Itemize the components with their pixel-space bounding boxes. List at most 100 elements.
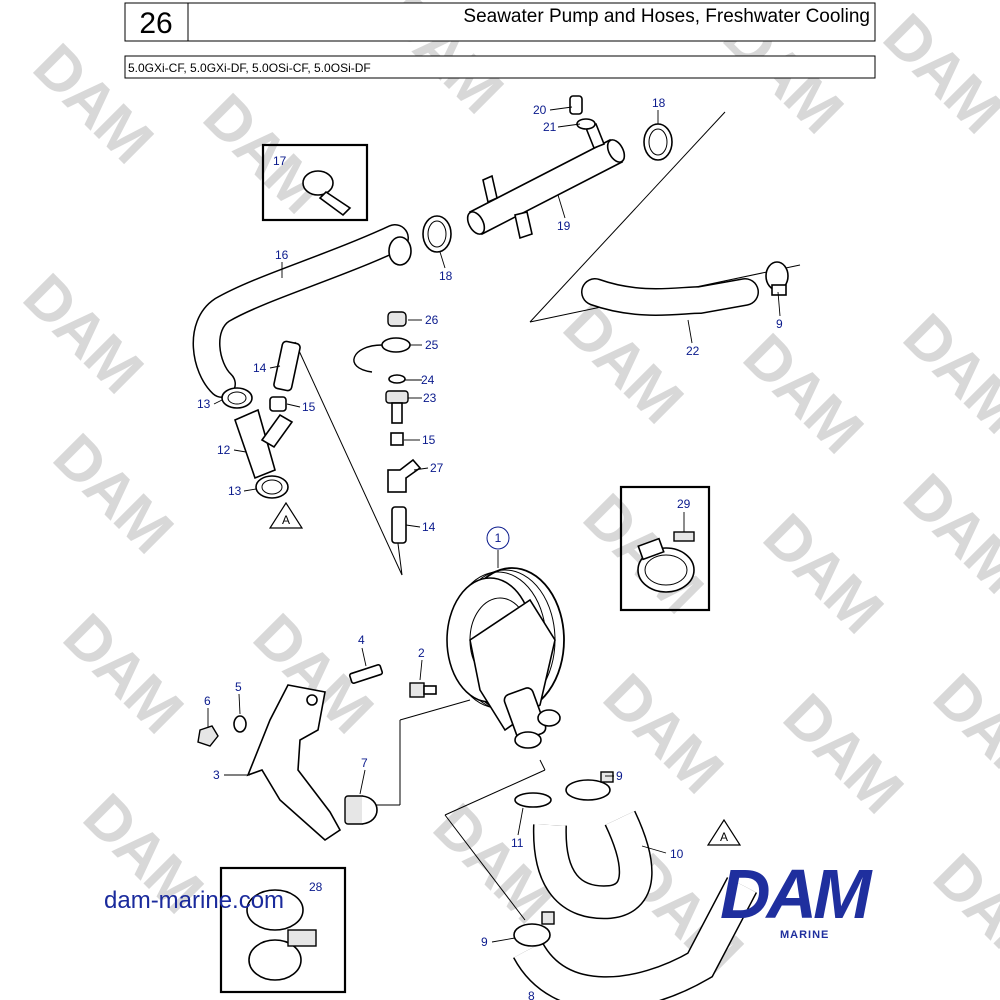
watermark: DAM <box>50 601 194 745</box>
callout-13: 13 <box>228 484 242 498</box>
callout-29: 29 <box>677 497 691 511</box>
site-url: dam-marine.com <box>104 887 284 914</box>
callout-14: 14 <box>422 520 436 534</box>
callout-16: 16 <box>275 248 289 262</box>
callout-15: 15 <box>302 400 316 414</box>
part-14-sleeve <box>273 340 301 392</box>
part-15-connector-mid <box>390 432 404 446</box>
header-title-box <box>124 2 876 42</box>
callout-9: 9 <box>481 935 488 949</box>
callout-19: 19 <box>557 219 571 233</box>
part-2-bolt <box>409 682 437 698</box>
watermark: DAM <box>870 1 1000 145</box>
part-28-box <box>219 866 347 994</box>
part-23-fitting <box>385 390 409 424</box>
part-15-connector <box>269 396 287 412</box>
page-title: Seawater Pump and Hoses, Freshwater Cool… <box>463 6 870 27</box>
part-11-ring <box>514 792 552 808</box>
callout-28: 28 <box>309 880 323 894</box>
callout-8: 8 <box>528 989 535 1000</box>
reference-a-upper: A <box>268 501 304 529</box>
part-18-clamp-top <box>643 123 673 161</box>
part-1-pump <box>446 567 565 749</box>
callout-21: 21 <box>543 120 557 134</box>
callout-23: 23 <box>423 391 437 405</box>
reference-a-lower: A <box>706 818 742 846</box>
callout-17: 17 <box>273 154 287 168</box>
callout-26: 26 <box>425 313 439 327</box>
watermark: DAM <box>590 661 734 805</box>
callout-5: 5 <box>235 680 242 694</box>
callout-22: 22 <box>686 344 700 358</box>
part-4-stud <box>348 664 384 684</box>
watermark: DAM <box>730 321 874 465</box>
page-number: 26 <box>139 7 172 40</box>
part-6-nut <box>197 725 219 747</box>
models-box <box>124 55 876 79</box>
part-20-cap <box>569 95 583 115</box>
watermark: DAM <box>920 841 1000 985</box>
watermark: DAM <box>770 681 914 825</box>
part-18-clamp-mid <box>422 215 452 253</box>
part-14-sleeve-lower <box>391 506 407 544</box>
callout-1: 1 <box>495 531 502 545</box>
callout-18: 18 <box>652 96 666 110</box>
callout-3: 3 <box>213 768 220 782</box>
callout-11: 11 <box>511 836 524 850</box>
part-16-hose <box>194 225 408 397</box>
watermark: DAM <box>10 261 154 405</box>
part-19-pipe <box>466 122 626 240</box>
reference-a-label: A <box>720 830 728 844</box>
part-29-box <box>619 485 711 612</box>
callout-9: 9 <box>776 317 783 331</box>
logo-subtitle: MARINE <box>780 929 829 941</box>
callout-7: 7 <box>361 756 368 770</box>
callout-15: 15 <box>422 433 436 447</box>
part-7-cap <box>344 795 378 825</box>
callout-20: 20 <box>533 103 547 117</box>
callout-6: 6 <box>204 694 211 708</box>
callout-1-circle <box>486 526 510 550</box>
models-label: 5.0GXi-CF, 5.0GXi-DF, 5.0OSi-CF, 5.0OSi-… <box>128 61 371 75</box>
watermark: DAM <box>890 461 1000 605</box>
part-9-clamp-bottom <box>513 911 555 947</box>
part-12-tee <box>234 408 294 480</box>
logo-text: DAM <box>720 855 873 933</box>
callout-10: 10 <box>670 847 684 861</box>
part-16-hose-end <box>388 236 412 266</box>
dam-logo: DAM MARINE <box>720 855 877 941</box>
watermark: DAM <box>920 661 1000 805</box>
part-9-clamp-top <box>765 261 789 296</box>
part-8-hose <box>514 877 756 1000</box>
callout-4: 4 <box>358 633 365 647</box>
part-13-clamp-upper <box>221 387 253 409</box>
part-10-hose <box>534 811 652 918</box>
leader-lines <box>207 106 781 943</box>
callout-9: 9 <box>616 769 623 783</box>
part-24-washer <box>388 374 406 384</box>
watermark: DAM <box>890 301 1000 445</box>
part-26-plug <box>387 311 407 327</box>
part-13-clamp-lower <box>255 475 289 499</box>
callout-18: 18 <box>439 269 453 283</box>
part-25-oring <box>353 337 411 373</box>
watermark: DAM <box>750 501 894 645</box>
watermark: DAM <box>40 421 184 565</box>
callout-25: 25 <box>425 338 439 352</box>
part-9-clamp-mid <box>565 771 614 801</box>
part-17-clip <box>302 170 352 217</box>
part-17-box <box>261 143 369 222</box>
reference-a-label: A <box>282 513 290 527</box>
callout-2: 2 <box>418 646 425 660</box>
callouts: 20 21 18 17 19 18 16 9 22 26 25 14 24 23… <box>197 96 783 1000</box>
part-27-clip <box>387 458 422 493</box>
callout-27: 27 <box>430 461 444 475</box>
watermark: DAM <box>20 31 164 175</box>
part-29-clamp <box>637 531 695 593</box>
watermark-layer: DAM DAM DAM DAM DAM DAM DAM DAM DAM DAM … <box>10 0 1000 986</box>
callout-14: 14 <box>253 361 267 375</box>
callout-13: 13 <box>197 397 211 411</box>
part-22-hose <box>582 279 758 315</box>
part-5-washer <box>233 715 247 733</box>
